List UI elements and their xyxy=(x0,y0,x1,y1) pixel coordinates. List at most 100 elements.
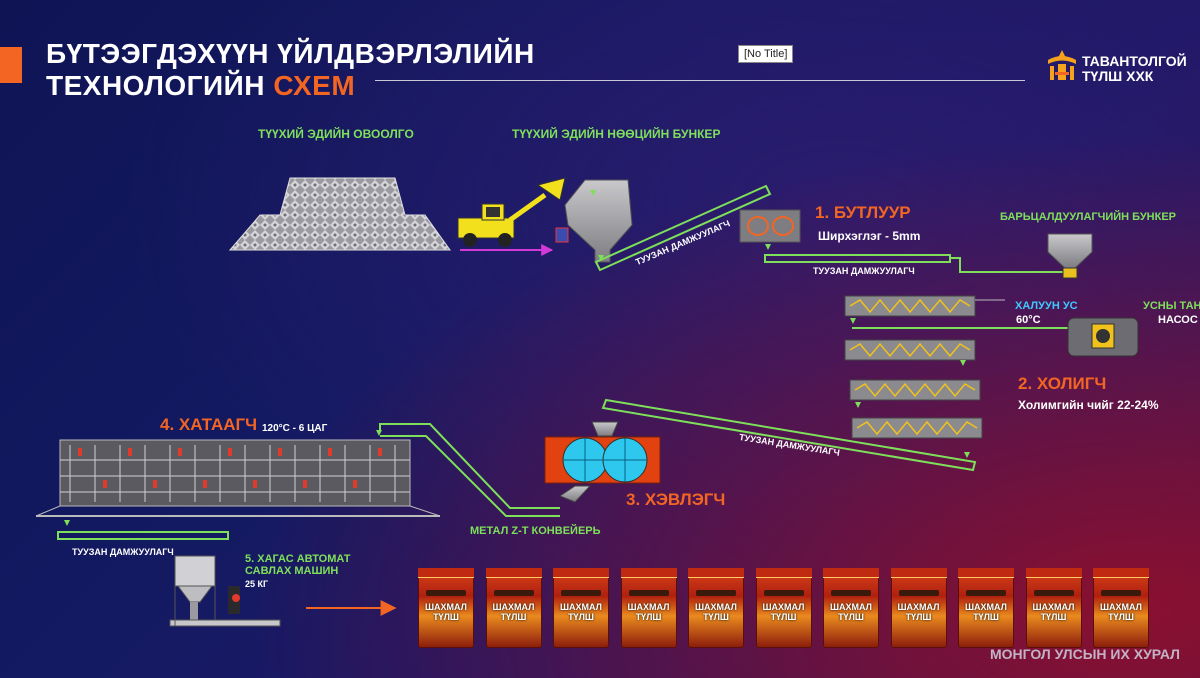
label-hot-water: ХАЛУУН УС xyxy=(1015,300,1078,312)
label-mixer: 2. ХОЛИГЧ xyxy=(1018,374,1107,393)
header-divider xyxy=(375,80,1025,81)
label-dryer: 4. ХАТААГЧ xyxy=(160,415,258,434)
bag-brand-line-2: ТҮЛШ xyxy=(500,612,527,622)
label-raw-bunker: ТҮҮХИЙ ЭДИЙН НӨӨЦИЙН БУНКЕР xyxy=(512,127,721,141)
page-title: БҮТЭЭГДЭХҮҮН ҮЙЛДВЭРЛЭЛИЙН ТЕХНОЛОГИЙН С… xyxy=(46,38,535,102)
bag-seal xyxy=(958,568,1014,578)
bag-brand-line-1: ШАХМАЛ xyxy=(425,602,467,612)
label-raw-pile: ТҮҮХИЙ ЭДИЙН ОВООЛГО xyxy=(258,127,414,141)
bag-badge xyxy=(426,590,466,596)
dryer-machine xyxy=(35,439,441,526)
label-crusher: 1. БУТЛУУР xyxy=(815,203,911,222)
packing-machine xyxy=(169,555,281,627)
bag-seal xyxy=(485,568,542,578)
belt-conveyor-1 xyxy=(594,184,772,272)
mixer-stage-4 xyxy=(851,417,983,439)
raw-material-pile xyxy=(228,177,451,251)
binder-bunker xyxy=(1047,233,1093,279)
metal-z-conveyor xyxy=(379,423,560,517)
logo-icon xyxy=(1048,50,1076,80)
bag-brand-line-2: ТҮЛШ xyxy=(973,612,999,622)
title-line-1: БҮТЭЭГДЭХҮҮН ҮЙЛДВЭРЛЭЛИЙН xyxy=(46,38,535,69)
belt-conveyor-3 xyxy=(601,398,977,472)
bag-badge xyxy=(493,590,534,596)
label-packer-weight: 25 КГ xyxy=(245,579,269,589)
bag-seal xyxy=(688,568,744,578)
label-packer: 5. ХАГАС АВТОМАТ САВЛАХ МАШИН xyxy=(245,553,350,577)
conveyor-2-link xyxy=(950,257,1075,273)
bag-brand-line-1: ШАХМАЛ xyxy=(897,602,940,612)
label-conveyor-2: ТУУЗАН ДАМЖУУЛАГЧ xyxy=(813,266,915,276)
accent-bar xyxy=(0,47,22,83)
bag-brand-line-2: ТҮЛШ xyxy=(568,612,594,622)
bag-badge xyxy=(1033,590,1074,596)
bag-badge xyxy=(1101,590,1141,596)
bag-badge xyxy=(831,590,871,596)
flow-markers xyxy=(376,318,970,458)
bag-brand-line-2: ТҮЛШ xyxy=(1040,612,1067,622)
footer-watermark: МОНГОЛ УЛСЫН ИХ ХУРАЛ xyxy=(989,646,1180,662)
label-metal-conveyor: МЕТАЛ Z-Т КОНВЕЙЕРЬ xyxy=(470,525,601,537)
logo-line-2: ТҮЛШ ХХК xyxy=(1082,68,1154,84)
logo-text: ТАВАНТОЛГОЙ ТҮЛШ ХХК xyxy=(1082,54,1187,84)
bag-brand-line-2: ТҮЛШ xyxy=(1108,612,1134,622)
label-mixer-spec: Холимгийн чийг 22-24% xyxy=(1018,398,1159,412)
label-packer-line-2: САВЛАХ МАШИН xyxy=(245,565,339,577)
bag-seal xyxy=(823,568,879,578)
bag-seal xyxy=(890,568,947,578)
bag-seal xyxy=(418,568,474,578)
bag-brand-line-2: ТҮЛШ xyxy=(635,612,662,622)
mixer-stage-3 xyxy=(849,379,981,401)
bag-brand-line-2: ТҮЛШ xyxy=(770,612,797,622)
mixer-stage-2 xyxy=(844,339,976,361)
label-hot-water-temp: 60°C xyxy=(1016,314,1041,326)
press-machine xyxy=(544,421,661,503)
bag-badge xyxy=(763,590,804,596)
bag-brand-line-2: ТҮЛШ xyxy=(838,612,864,622)
bag-seal xyxy=(553,568,609,578)
label-crusher-spec: Ширхэглэг - 5mm xyxy=(818,229,921,243)
bag-badge xyxy=(628,590,669,596)
bag-brand-line-1: ШАХМАЛ xyxy=(830,602,872,612)
bag-brand-line-2: ТҮЛШ xyxy=(703,612,729,622)
belt-conveyor-2 xyxy=(764,254,951,263)
wheel-loader xyxy=(457,177,569,247)
logo-line-1: ТАВАНТОЛГОЙ xyxy=(1082,53,1187,69)
bag-seal xyxy=(1025,568,1082,578)
label-press: 3. ХЭВЛЭГЧ xyxy=(626,490,726,509)
bag-badge xyxy=(561,590,601,596)
bag-seal xyxy=(1093,568,1149,578)
no-title-tag: [No Title] xyxy=(738,45,794,63)
label-pump: НАСОС xyxy=(1158,314,1198,326)
label-conveyor-4: ТУУЗАН ДАМЖУУЛАГЧ xyxy=(72,547,174,557)
bag-badge xyxy=(966,590,1006,596)
title-line-2-main: ТЕХНОЛОГИЙН xyxy=(46,70,274,101)
crusher-machine xyxy=(739,209,801,250)
bag-brand-line-2: ТҮЛШ xyxy=(433,612,459,622)
bag-seal xyxy=(755,568,812,578)
bag-brand-line-1: ШАХМАЛ xyxy=(1100,602,1142,612)
bag-brand-line-1: ШАХМАЛ xyxy=(627,602,670,612)
bag-brand-line-2: ТҮЛШ xyxy=(905,612,932,622)
belt-conveyor-4 xyxy=(57,531,229,540)
